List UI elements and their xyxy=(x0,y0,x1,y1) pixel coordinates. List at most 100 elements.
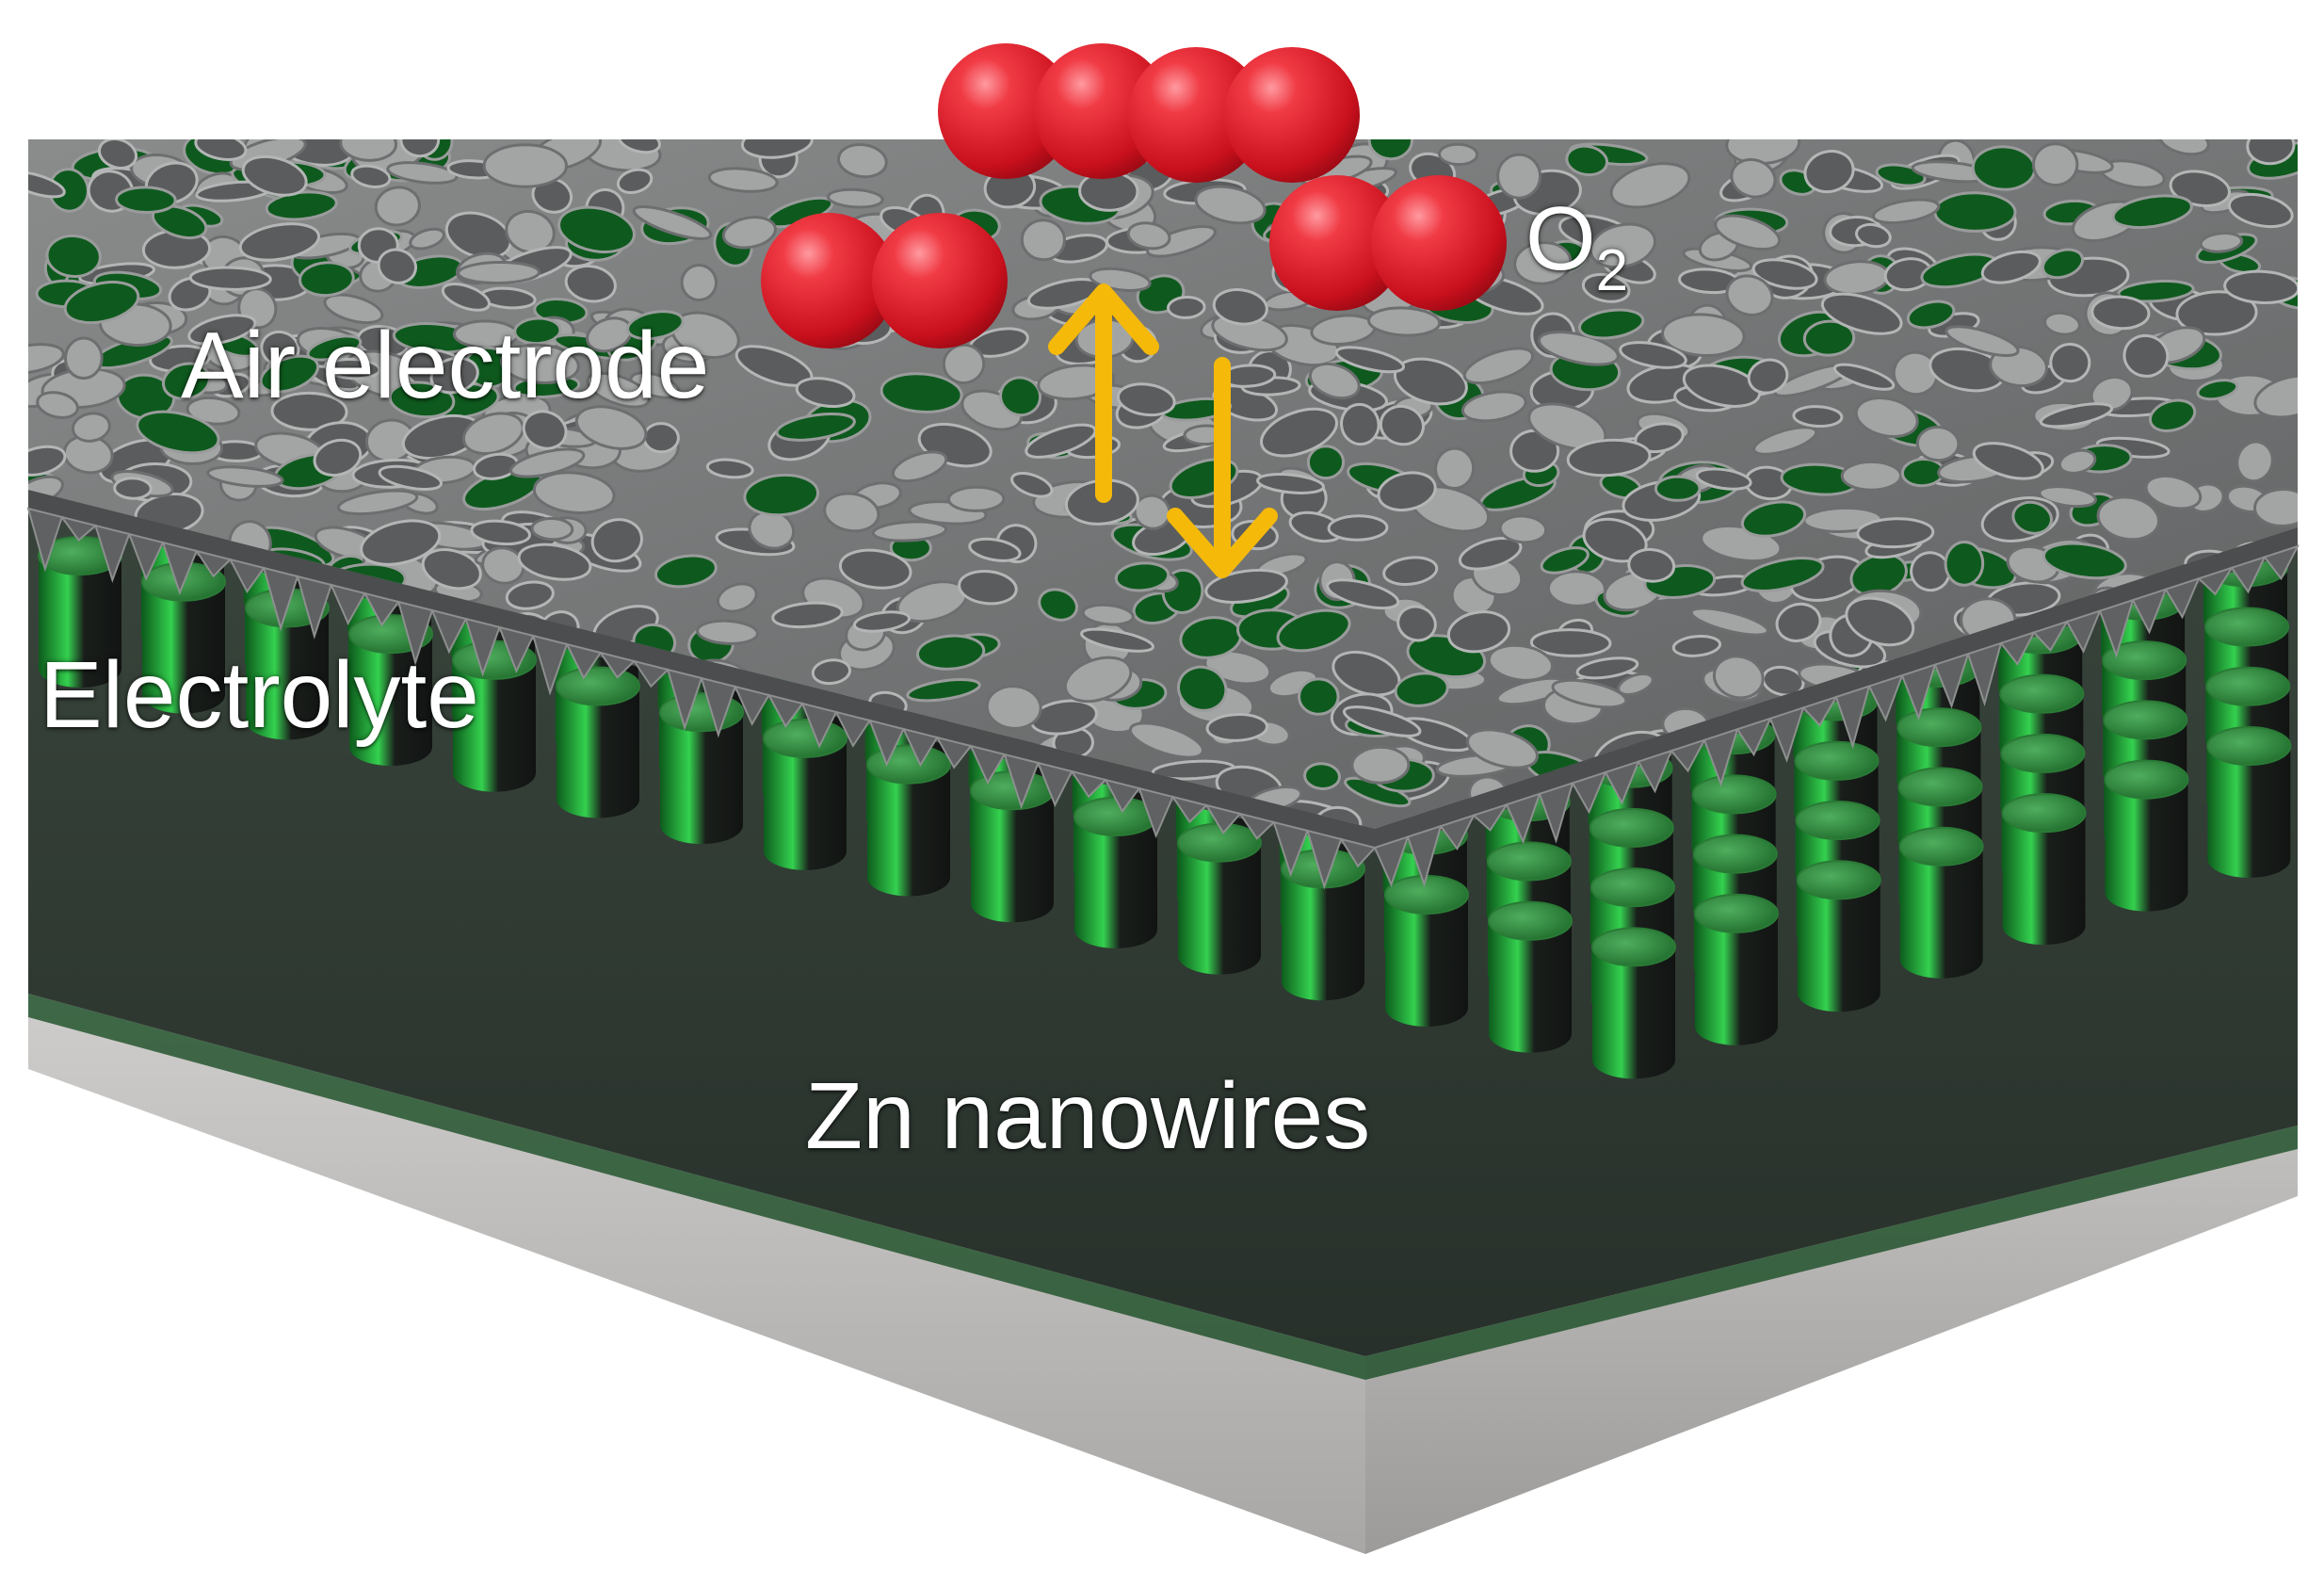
oxygen-molecules xyxy=(761,43,1507,348)
electrode-edge-fragment xyxy=(632,659,670,688)
pore xyxy=(915,634,986,671)
pore xyxy=(1730,157,1777,199)
pore xyxy=(532,471,616,514)
pore xyxy=(1945,325,2020,357)
pore xyxy=(1661,313,1746,358)
pore xyxy=(1204,568,1288,604)
pore xyxy=(1971,145,2037,191)
pore xyxy=(1128,721,1204,759)
pore xyxy=(1326,578,1400,610)
pore xyxy=(743,473,820,517)
pore xyxy=(1126,221,1171,251)
pore xyxy=(2039,402,2114,429)
pore xyxy=(399,139,441,158)
electrode-edge-fragment xyxy=(2197,566,2235,596)
electrode-edge-fragment xyxy=(1538,781,1574,844)
pore xyxy=(457,260,541,285)
electrode-edge-fragment xyxy=(1339,837,1377,868)
nanowire xyxy=(866,744,951,897)
pore xyxy=(2032,142,2079,187)
electrode-edge-fragment xyxy=(363,591,400,627)
pore xyxy=(36,391,79,419)
pore xyxy=(151,204,208,240)
nanowire xyxy=(1177,822,1262,975)
pore xyxy=(470,519,531,546)
electrode-edge-fragment xyxy=(1604,759,1640,805)
pore xyxy=(1327,514,1389,542)
pore xyxy=(377,248,418,284)
pore xyxy=(1276,608,1351,653)
pore xyxy=(1566,438,1652,478)
pore xyxy=(2111,194,2193,230)
pore xyxy=(481,546,525,585)
electrode-edge-fragment xyxy=(1571,770,1607,815)
pore xyxy=(795,377,856,408)
pore xyxy=(2117,279,2195,303)
pore xyxy=(386,161,459,185)
pore xyxy=(1803,150,1855,194)
electrode-edge-fragment xyxy=(396,600,434,666)
pore xyxy=(2196,379,2239,401)
pore xyxy=(1461,390,1527,423)
pore xyxy=(696,619,759,645)
pore xyxy=(1063,656,1133,704)
electrode-edge-fragment xyxy=(733,685,771,726)
electrode-edge-fragment xyxy=(1801,695,1839,727)
pore xyxy=(374,186,421,227)
pore xyxy=(1205,713,1268,742)
pore xyxy=(1010,472,1054,498)
electrolyte-label: Electrolyte xyxy=(40,642,479,748)
pore xyxy=(1575,656,1639,680)
pore xyxy=(1740,500,1807,538)
nanowire xyxy=(1488,900,1573,1053)
electrode-edge-fragment xyxy=(59,515,98,542)
pore xyxy=(985,685,1042,730)
electrode-edge-fragment xyxy=(464,617,501,677)
pore xyxy=(517,543,592,581)
nanowire xyxy=(556,666,640,818)
pore xyxy=(1933,191,2017,233)
pore xyxy=(505,209,556,254)
electrode-edge-fragment xyxy=(1999,630,2037,666)
pore xyxy=(654,554,718,589)
pore xyxy=(1792,405,1844,429)
pore xyxy=(1438,142,1479,167)
electrode-edge-fragment xyxy=(330,583,367,625)
nanowire xyxy=(1693,893,1779,1045)
pore xyxy=(838,548,912,590)
electrode-edge-fragment xyxy=(1670,737,1707,773)
pore xyxy=(325,357,381,381)
o2-label: O2 xyxy=(1525,194,1628,300)
electrode-edge-fragment xyxy=(127,532,165,581)
pore xyxy=(1654,475,1702,502)
pore xyxy=(161,362,211,400)
pore xyxy=(97,139,138,170)
pore xyxy=(1671,635,1722,657)
pore xyxy=(63,281,140,325)
pore xyxy=(500,343,580,384)
electrode-edge-fragment xyxy=(2098,598,2135,658)
electrode-edge-fragment xyxy=(700,676,737,738)
electrode-edge-fragment xyxy=(1406,824,1443,888)
pore xyxy=(1856,517,1935,549)
nanowire xyxy=(2104,759,2189,912)
pore xyxy=(1751,258,1818,290)
pore xyxy=(1980,250,2042,284)
pore xyxy=(187,314,257,346)
pore xyxy=(1260,407,1338,458)
pore xyxy=(136,410,220,455)
pore xyxy=(1116,382,1176,417)
electrode-edge-fragment xyxy=(666,668,703,731)
pore xyxy=(1871,198,1941,225)
electrode-edge-fragment xyxy=(1170,795,1209,824)
pore xyxy=(1802,319,1856,357)
pore xyxy=(775,413,856,442)
nanowire xyxy=(1384,875,1469,1027)
pore xyxy=(2011,500,2053,535)
pore xyxy=(2041,248,2085,280)
pore xyxy=(2253,487,2298,528)
nanowire xyxy=(1591,927,1676,1079)
pore xyxy=(188,266,272,291)
pore xyxy=(1714,214,1782,251)
electrode-edge-fragment xyxy=(497,625,535,674)
